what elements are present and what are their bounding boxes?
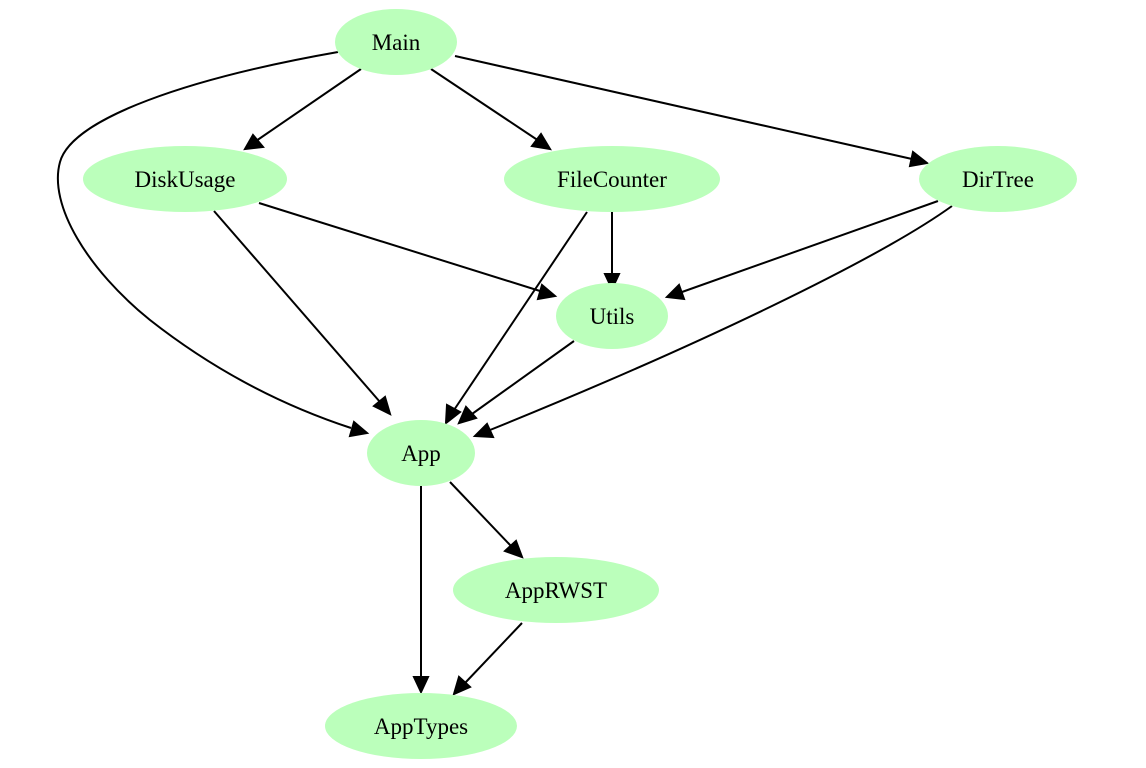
edge-main-to-dirtree [454,55,930,168]
arrowhead [503,539,524,559]
node-ellipse [367,420,475,486]
node-label: App [401,441,441,466]
edge-dirtree-to-utils [664,200,939,301]
edges-layer [56,51,953,696]
node-ellipse [556,283,668,349]
node-ellipse [335,9,457,75]
edge-app-to-apprwst [449,481,524,559]
node-utils: Utils [556,283,668,349]
node-apptypes: AppTypes [325,693,517,759]
node-app: App [367,420,475,486]
arrowhead [372,395,392,416]
edge-main-to-filecounter [430,68,552,151]
arrowhead [452,675,472,696]
node-main: Main [335,9,457,75]
node-ellipse [504,146,720,212]
arrowhead [664,283,686,301]
edge-line [255,68,362,142]
arrowhead [243,133,265,151]
edge-diskusage-to-app [213,210,392,416]
edge-line [56,51,352,429]
edge-utils-to-app [457,340,575,425]
node-label: AppRWST [505,578,607,603]
edge-line [681,200,939,293]
edge-main-to-app [56,51,370,438]
arrowhead [412,676,430,695]
node-label: AppTypes [374,714,468,739]
node-label: Utils [590,304,635,329]
node-label: Main [372,30,421,55]
edge-main-to-diskusage [243,68,362,151]
arrowhead [444,403,462,426]
edge-dirtree-to-app [472,205,953,439]
node-label: DirTree [962,167,1034,192]
edge-apprwst-to-apptypes [452,622,523,696]
edge-filecounter-to-app [444,211,588,426]
edge-line [454,55,913,160]
node-ellipse [83,146,287,212]
arrowhead [536,283,558,301]
edge-line [489,205,953,431]
arrowhead [603,273,621,292]
edge-line [449,481,512,547]
node-ellipse [453,557,659,623]
arrowhead [908,150,930,168]
edge-line [430,68,540,142]
node-apprwst: AppRWST [453,557,659,623]
edge-filecounter-to-utils [603,212,621,292]
edge-line [471,340,575,415]
arrowhead [530,132,552,151]
arrowhead [348,420,370,438]
arrowhead [472,422,495,439]
edge-line [258,202,541,292]
node-ellipse [325,693,517,759]
edge-app-to-apptypes [412,486,430,695]
edge-line [464,622,523,684]
node-diskusage: DiskUsage [83,146,287,212]
node-label: DiskUsage [135,167,236,192]
node-label: FileCounter [557,167,667,192]
edge-diskusage-to-utils [258,202,558,301]
edge-line [453,211,588,411]
edge-line [213,210,381,403]
node-ellipse [919,146,1077,212]
node-dirtree: DirTree [919,146,1077,212]
node-filecounter: FileCounter [504,146,720,212]
arrowhead [457,405,478,425]
